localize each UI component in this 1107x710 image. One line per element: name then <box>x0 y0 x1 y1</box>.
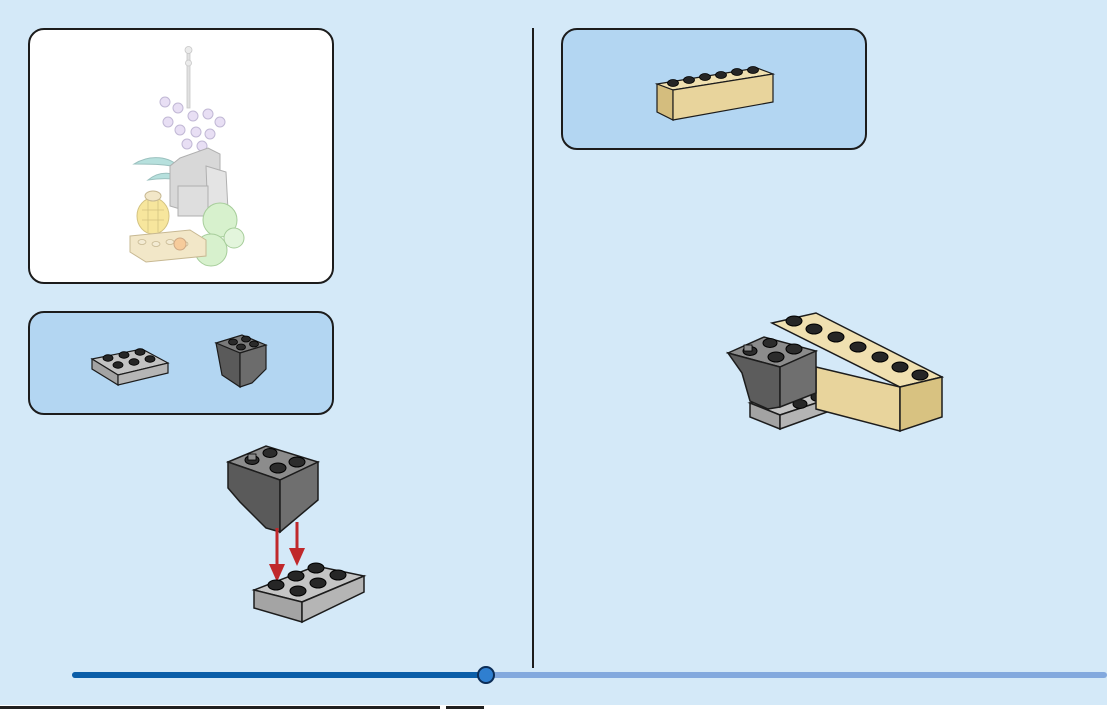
dark-gray-inverted-slope-icon <box>216 335 266 387</box>
strip-mark-left <box>0 706 440 709</box>
gray-plate-2x3-icon <box>92 349 168 385</box>
parts-list-left <box>30 313 336 417</box>
progress-fill <box>72 672 486 678</box>
parts-list-right <box>563 30 869 152</box>
tan-brick-1x6-icon <box>657 67 773 121</box>
parts-panel-left <box>28 311 334 415</box>
page-divider <box>532 28 534 668</box>
parts-panel-right <box>561 28 867 150</box>
step-2-illustration <box>720 305 950 435</box>
step-1-illustration <box>220 440 380 640</box>
strip-mark-right <box>446 706 484 709</box>
bottom-strip <box>0 705 1107 710</box>
model-preview-image <box>30 30 336 286</box>
overview-panel <box>28 28 334 284</box>
progress-knob[interactable] <box>477 666 495 684</box>
